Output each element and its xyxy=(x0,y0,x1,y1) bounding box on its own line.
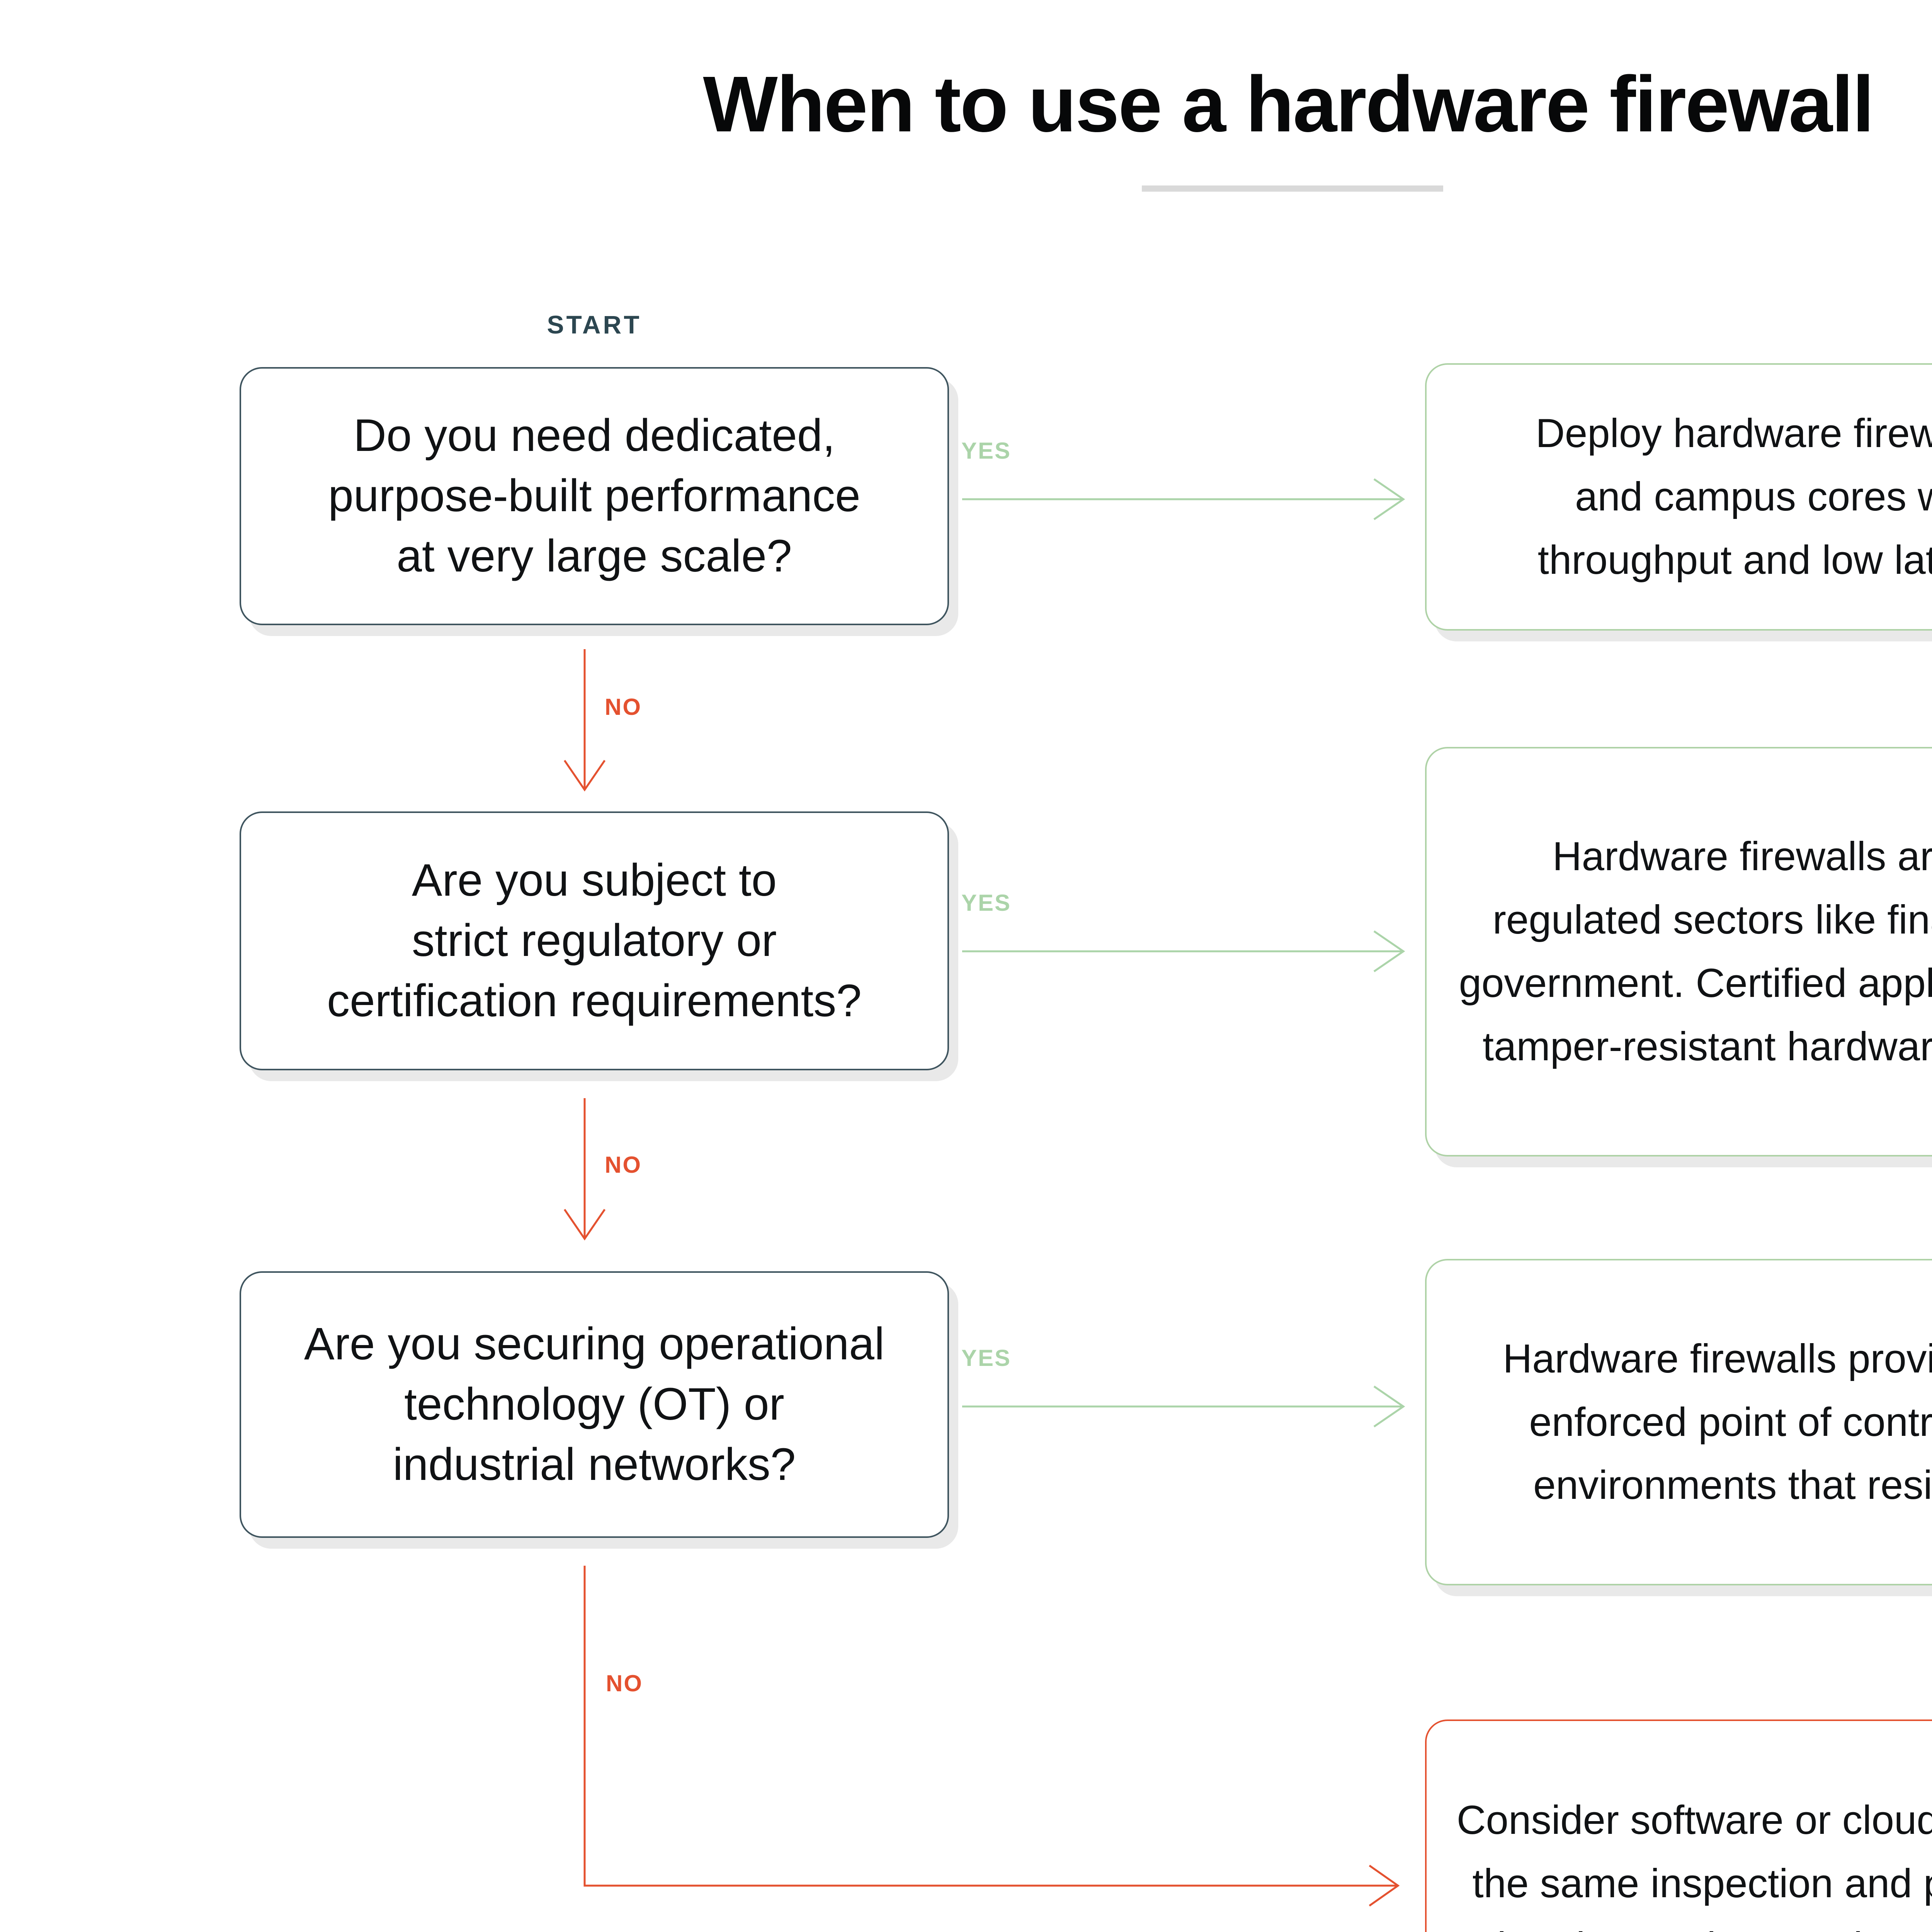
outcome-text-1: Deploy hardware firewalls in data center… xyxy=(1535,411,1932,583)
outcome-box-1: Deploy hardware firewalls in data center… xyxy=(1425,363,1932,631)
start-label: START xyxy=(547,310,642,339)
question-box-2: Are you subject to strict regulatory or … xyxy=(240,811,949,1070)
yes-edge-label-2: YES xyxy=(961,890,1012,916)
outcome-box-4: Consider software or cloud firewalls, wh… xyxy=(1425,1719,1932,1932)
outcome-text-2: Hardware firewalls are often required in… xyxy=(1459,834,1932,1069)
no-arrow-2-head-icon xyxy=(563,1209,606,1241)
no-arrow-3-head-icon xyxy=(1369,1864,1400,1907)
no-edge-label-3: NO xyxy=(606,1670,643,1696)
no-edge-label-2: NO xyxy=(605,1152,642,1178)
question-text-3: Are you securing operational technology … xyxy=(304,1318,885,1490)
yes-edge-label-3: YES xyxy=(961,1345,1012,1371)
page-title: When to use a hardware firewall xyxy=(703,60,1874,148)
yes-edge-label-1: YES xyxy=(961,438,1012,464)
question-box-1: Do you need dedicated, purpose-built per… xyxy=(240,367,949,625)
outcome-box-3: Hardware firewalls provide a clear, phys… xyxy=(1425,1259,1932,1585)
title-divider xyxy=(1142,185,1443,192)
no-arrow-3-elbow-line xyxy=(583,1566,1397,1887)
no-arrow-1-head-icon xyxy=(563,760,606,792)
outcome-box-2: Hardware firewalls are often required in… xyxy=(1425,747,1932,1156)
yes-arrow-2-head-icon xyxy=(1373,930,1405,973)
no-edge-label-1: NO xyxy=(605,694,642,720)
outcome-text-3: Hardware firewalls provide a clear, phys… xyxy=(1503,1336,1932,1508)
outcome-text-4: Consider software or cloud firewalls, wh… xyxy=(1456,1798,1932,1932)
yes-arrow-1-head-icon xyxy=(1373,478,1405,520)
yes-arrow-3-head-icon xyxy=(1373,1385,1405,1428)
question-box-3: Are you securing operational technology … xyxy=(240,1271,949,1538)
question-text-1: Do you need dedicated, purpose-built per… xyxy=(328,410,861,582)
question-text-2: Are you subject to strict regulatory or … xyxy=(327,855,862,1026)
